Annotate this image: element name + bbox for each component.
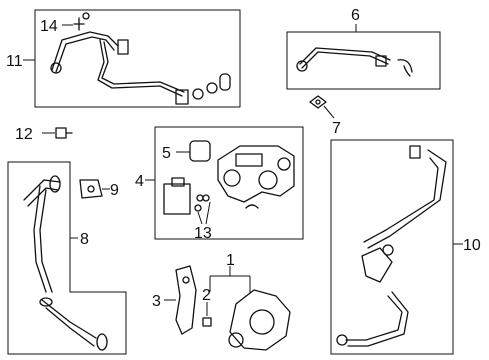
hose-8	[23, 179, 61, 293]
sensor-module	[163, 183, 191, 215]
box-11	[34, 9, 241, 108]
callout-9: 9	[110, 182, 119, 199]
pump-hub	[249, 309, 275, 335]
flange-6	[296, 60, 308, 72]
housing-port-a	[223, 169, 241, 187]
callout-8: 8	[80, 231, 89, 248]
callout-7: 7	[332, 120, 341, 137]
clamp-10	[382, 244, 394, 256]
part-group-7: 7	[309, 95, 341, 137]
leader-13b	[205, 201, 211, 225]
callout-14: 14	[40, 18, 58, 35]
bracket-3-hole	[182, 276, 190, 284]
fastener-13a	[194, 204, 202, 212]
hose-10	[363, 149, 447, 249]
part-group-11: 14 11	[6, 9, 241, 108]
sensor-bolt	[196, 194, 204, 202]
clip-10	[409, 145, 421, 159]
hose-11	[219, 73, 231, 91]
leader-7	[323, 105, 335, 119]
callout-10: 10	[463, 237, 481, 254]
coolant-pipe-11	[51, 31, 185, 97]
box-6	[286, 31, 441, 90]
clamp-11b	[206, 82, 218, 94]
leader-13a	[197, 211, 203, 225]
bracket-11	[175, 89, 189, 105]
thermostat-housing	[217, 145, 295, 203]
box-8	[7, 161, 127, 355]
sensor-12	[55, 127, 67, 139]
box-10	[330, 139, 454, 355]
hose-8-end-top	[49, 175, 61, 193]
part-group-4: 5 13 4	[135, 126, 304, 242]
callout-2: 2	[202, 287, 211, 304]
gasket-9-hole	[87, 185, 95, 193]
part-group-10: 10	[330, 139, 481, 355]
fitting-14-head	[82, 12, 90, 20]
gasket-9	[79, 179, 103, 199]
clip-6	[375, 55, 387, 67]
clamp-10-bottom	[336, 334, 348, 346]
part-group-8: 8	[7, 161, 127, 355]
callout-13: 13	[194, 225, 212, 242]
fitting-10	[361, 247, 393, 283]
gasket-5	[189, 140, 211, 162]
part-group-1: 3 2 1	[152, 252, 291, 351]
hose-10-lower	[345, 291, 409, 347]
housing-label	[235, 153, 263, 167]
fastener-13b	[202, 194, 210, 202]
bolt-2	[202, 317, 212, 327]
hose-6	[397, 59, 413, 77]
sensor-module-cap	[171, 177, 185, 187]
callout-5: 5	[162, 145, 171, 162]
clamp-11a	[192, 88, 204, 100]
hose-8-end-bottom	[39, 297, 53, 307]
bracket-3	[175, 265, 197, 335]
gasket-7	[309, 95, 327, 109]
pipe-end-11	[50, 62, 62, 74]
callout-3: 3	[152, 293, 161, 310]
callout-12: 12	[15, 126, 33, 143]
connector-11	[117, 39, 129, 55]
part-group-6: 6	[286, 7, 441, 90]
callout-6: 6	[351, 7, 360, 24]
seal-ring	[245, 204, 259, 209]
housing-port-c	[277, 157, 291, 171]
gasket-7-hole	[315, 99, 321, 105]
hose-8-end-right	[96, 333, 108, 351]
callout-11: 11	[6, 53, 23, 70]
water-pump	[229, 289, 291, 351]
part-group-12: 12	[15, 126, 73, 143]
pump-port	[228, 332, 244, 348]
callout-1: 1	[226, 252, 235, 269]
part-group-9: 9	[79, 179, 119, 199]
fitting-14	[73, 17, 85, 31]
hose-8-lower	[41, 299, 97, 347]
housing-port-b	[258, 170, 278, 190]
box-4	[154, 126, 304, 240]
callout-4: 4	[135, 173, 144, 190]
